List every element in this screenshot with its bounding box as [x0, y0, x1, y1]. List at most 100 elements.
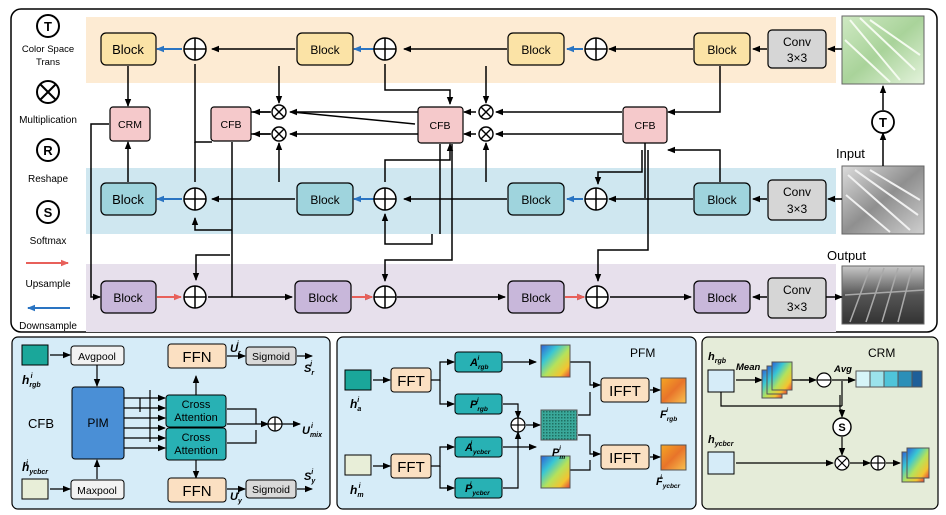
ifft-box-top: IFFT — [600, 377, 650, 403]
h-ycbcr-tensor-icon — [21, 478, 49, 500]
svg-text:IFFT: IFFT — [609, 450, 641, 467]
add-icon — [870, 455, 886, 471]
block-ycbcr-4: Block — [693, 182, 751, 216]
svg-text:Aycbcri: Aycbcri — [464, 440, 491, 456]
block-label: Block — [308, 291, 338, 305]
svg-text:Conv: Conv — [783, 283, 811, 297]
cross-attention-box-2: Cross Attention — [165, 427, 227, 461]
sigmoid-box-bottom: Sigmoid — [245, 479, 297, 499]
cfb-label: CFB — [635, 120, 656, 132]
fft-box-top: FFT — [390, 367, 432, 393]
legend-reshape-label: Reshape — [28, 174, 68, 185]
block-output-1: Block — [100, 280, 157, 314]
block-label: Block — [707, 193, 737, 207]
multiplication-icon — [36, 80, 60, 104]
add-icons — [183, 37, 609, 309]
cross-attention-box-1: Cross Attention — [165, 394, 227, 428]
block-label: Block — [707, 291, 737, 305]
add-icon — [183, 187, 207, 211]
svg-text:hrgb: hrgb — [708, 351, 727, 365]
svg-text:hycbcri: hycbcri — [22, 460, 49, 476]
block-label: Block — [707, 43, 737, 57]
phase-ycbcr-box: Pycbcri — [454, 477, 503, 499]
legend-reshape-symbol: R — [43, 143, 53, 158]
phase-mix-map — [540, 409, 578, 441]
svg-text:Conv: Conv — [783, 185, 811, 199]
pfm-connections — [373, 358, 661, 492]
block-rgb-4: Block — [693, 32, 751, 66]
svg-text:FFN: FFN — [182, 483, 211, 500]
svg-text:hrgbi: hrgbi — [22, 373, 41, 389]
add-icon — [183, 37, 207, 61]
output-label: Output — [827, 248, 866, 263]
legend-downsample-label: Downsample — [19, 321, 77, 332]
cfb-connections — [50, 351, 313, 493]
svg-text:Attention: Attention — [174, 412, 217, 424]
u-y-label: Uyi — [230, 489, 243, 505]
svg-text:FFT: FFT — [397, 459, 425, 476]
subtract-icon — [816, 372, 832, 388]
avg-label: Avg — [833, 364, 852, 375]
svg-text:Conv: Conv — [783, 35, 811, 49]
add-icon — [585, 285, 609, 309]
svg-text:3×3: 3×3 — [787, 202, 808, 216]
h-m-tensor-icon — [344, 454, 372, 476]
multiply-icon — [478, 126, 494, 142]
crm-panel: CRM hrgb hycbcr Mean Avg S — [701, 336, 939, 510]
block-rgb-1: Block — [100, 32, 157, 66]
f-rgb-label: Frgbi — [660, 407, 677, 423]
cfb-label: CFB — [430, 120, 451, 132]
transform-symbol: T — [879, 115, 887, 130]
block-ycbcr-3: Block — [507, 182, 565, 216]
ffn-box-bottom: FFN — [167, 477, 227, 503]
crm-title: CRM — [868, 346, 895, 360]
svg-text:Avgpool: Avgpool — [78, 351, 116, 363]
legend-transform-label-2: Trans — [36, 57, 60, 68]
svg-text:Sigmoid: Sigmoid — [252, 484, 290, 496]
rgb-feature-image — [841, 15, 925, 85]
maxpool-box: Maxpool — [70, 479, 125, 500]
conv-output: Conv 3×3 — [767, 277, 827, 319]
downsample-arrows — [156, 45, 583, 203]
softmax-icon — [36, 200, 60, 224]
svg-text:PIM: PIM — [87, 416, 108, 430]
ffn-box-top: FFN — [167, 343, 227, 369]
legend: T Color Space Trans Multiplication R Res… — [19, 14, 77, 332]
block-label: Block — [112, 42, 144, 57]
output-feature-stack — [901, 447, 930, 483]
cfb-title: CFB — [28, 416, 54, 431]
add-icon — [267, 416, 283, 432]
add-icon — [373, 37, 397, 61]
svg-text:IFFT: IFFT — [609, 383, 641, 400]
color-space-transform-icon — [871, 110, 895, 134]
crm-block: CRM — [109, 106, 151, 142]
softmax-icon — [832, 417, 852, 437]
crm-label: CRM — [118, 119, 142, 131]
legend-softmax-symbol: S — [44, 205, 53, 220]
multiply-icon — [271, 104, 287, 120]
f-rgb-map — [660, 377, 687, 404]
add-icon — [373, 285, 397, 309]
add-icon — [373, 187, 397, 211]
block-label: Block — [113, 291, 143, 305]
block-output-2: Block — [294, 280, 352, 314]
add-icon — [183, 285, 207, 309]
svg-text:Sigmoid: Sigmoid — [252, 351, 290, 363]
svg-text:Pycbcri: Pycbcri — [465, 481, 490, 497]
conv-rgb: Conv 3×3 — [767, 29, 827, 69]
block-output-3: Block — [507, 280, 565, 314]
p-m-label: Pmi — [552, 445, 565, 461]
add-icon — [584, 187, 608, 211]
legend-transform-label-1: Color Space — [22, 44, 74, 55]
svg-text:Prgbi: Prgbi — [470, 397, 488, 413]
block-label: Block — [310, 43, 340, 57]
u-r-label: Uri — [230, 341, 242, 357]
add-icon — [584, 37, 608, 61]
block-output-4: Block — [693, 280, 751, 314]
block-label: Block — [521, 43, 551, 57]
h-ycbcr-tensor-icon — [707, 451, 735, 475]
svg-text:Maxpool: Maxpool — [77, 485, 117, 497]
legend-upsample-label: Upsample — [25, 279, 70, 290]
svg-text:hycbcr: hycbcr — [708, 434, 735, 448]
main-network: Block Block Block Block Block Block Bloc… — [10, 8, 938, 333]
